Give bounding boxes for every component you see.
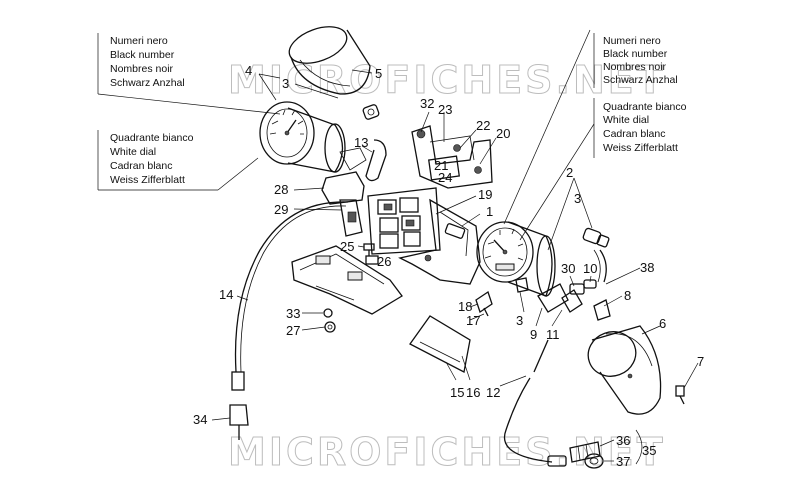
callout-26: 26 xyxy=(377,254,391,269)
mounting-bracket-part-28 xyxy=(321,171,365,237)
callout-11: 11 xyxy=(546,327,560,342)
lower-shield-part-15 xyxy=(409,315,471,373)
right-legend-white-dial: Quadrante bianco White dial Cadran blanc… xyxy=(593,98,687,158)
callout-20: 20 xyxy=(496,126,510,141)
callout-10: 10 xyxy=(583,261,597,276)
callout-23: 23 xyxy=(438,102,452,117)
lamp-socket-lower-part-3 xyxy=(515,277,529,293)
callout-29: 29 xyxy=(274,202,288,217)
callout-7: 7 xyxy=(697,354,704,369)
grommet-part-30 xyxy=(569,283,585,295)
callout-35: 35 xyxy=(642,443,656,458)
cable-bracket-part-13 xyxy=(339,139,387,182)
callout-16: 16 xyxy=(466,385,480,400)
screw-part-33 xyxy=(323,308,333,318)
upper-bracket-cluster xyxy=(411,125,493,189)
instrument-housing-part-1 xyxy=(398,198,481,285)
speedometer-cup-part-5 xyxy=(288,26,371,95)
washer-part-27 xyxy=(324,321,336,333)
callout-6: 6 xyxy=(659,316,666,331)
screw-part-7 xyxy=(675,385,685,405)
callout-13: 13 xyxy=(354,135,368,150)
left-legend-black-number: Numeri nero Black number Nombres noir Sc… xyxy=(97,33,185,94)
callout-3: 3 xyxy=(282,76,289,91)
callout-5: 5 xyxy=(375,66,382,81)
callout-37: 37 xyxy=(616,454,630,469)
callout-38: 38 xyxy=(640,260,654,275)
note-line: Cadran blanc xyxy=(603,128,665,140)
note-line: White dial xyxy=(603,114,649,126)
lamp-socket-right-part-3 xyxy=(582,227,610,248)
callout-28: 28 xyxy=(274,182,288,197)
bulb-part-18 xyxy=(475,290,493,317)
note-line: Schwarz Anzhal xyxy=(110,77,185,89)
note-line: Numeri nero xyxy=(603,35,661,47)
callout-12: 12 xyxy=(486,385,500,400)
callout-33: 33 xyxy=(286,306,300,321)
callout-18: 18 xyxy=(458,299,472,314)
speedometer-part-4 xyxy=(259,101,346,173)
speedometer-cable-part-14 xyxy=(231,201,349,391)
callout-32: 32 xyxy=(420,96,434,111)
callout-3-lower: 3 xyxy=(516,313,523,328)
note-line: Cadran blanc xyxy=(110,160,172,172)
leader-lines xyxy=(97,29,699,465)
callout-34: 34 xyxy=(193,412,207,427)
revcounter-cup-part-6 xyxy=(587,325,662,415)
note-line: Quadrante bianco xyxy=(110,132,194,144)
callout-22: 22 xyxy=(476,118,490,133)
callout-25: 25 xyxy=(340,239,354,254)
callout-17: 17 xyxy=(466,313,480,328)
note-line: Weiss Zifferblatt xyxy=(110,174,185,186)
callout-30: 30 xyxy=(561,261,575,276)
note-line: Schwarz Anzhal xyxy=(603,74,678,86)
note-line: Quadrante bianco xyxy=(603,101,687,113)
revcounter-part-2 xyxy=(476,221,556,297)
watermark-top: MICROFICHES.NET xyxy=(228,58,666,102)
callout-9: 9 xyxy=(530,327,537,342)
screw-part-8 xyxy=(593,299,611,321)
callout-14: 14 xyxy=(219,287,233,302)
right-legend-black-number: Numeri nero Black number Nombres noir Sc… xyxy=(593,33,678,88)
callout-1: 1 xyxy=(486,204,493,219)
callout-numbers: 4 3 5 32 23 22 20 21 24 13 28 29 19 1 25… xyxy=(193,63,704,469)
nut-part-26 xyxy=(365,255,379,265)
callout-27: 27 xyxy=(286,323,300,338)
ring-part-37 xyxy=(584,453,604,469)
handlebar-cover xyxy=(291,245,403,315)
note-line: Numeri nero xyxy=(110,35,168,47)
callout-21: 21 xyxy=(434,158,448,173)
callout-19: 19 xyxy=(478,187,492,202)
note-line: Black number xyxy=(603,48,668,60)
callout-36: 36 xyxy=(616,433,630,448)
callout-8: 8 xyxy=(624,288,631,303)
callout-4: 4 xyxy=(245,63,252,78)
left-legend-white-dial: Quadrante bianco White dial Cadran blanc… xyxy=(97,130,194,190)
bracket-part-9 xyxy=(537,283,569,313)
callout-2: 2 xyxy=(566,165,573,180)
revcounter-cable-part-12 xyxy=(503,339,567,467)
callout-24: 24 xyxy=(438,170,452,185)
cable-part-38 xyxy=(593,249,607,283)
callout-15: 15 xyxy=(450,385,464,400)
callout-3-right: 3 xyxy=(574,191,581,206)
note-line: Nombres noir xyxy=(603,61,667,73)
note-line: Black number xyxy=(110,49,175,61)
note-line: Weiss Zifferblatt xyxy=(603,142,678,154)
lamp-socket-part-3 xyxy=(362,104,380,120)
warning-light-panel-part-19 xyxy=(367,187,441,255)
note-line: Nombres noir xyxy=(110,63,174,75)
note-line: White dial xyxy=(110,146,156,158)
